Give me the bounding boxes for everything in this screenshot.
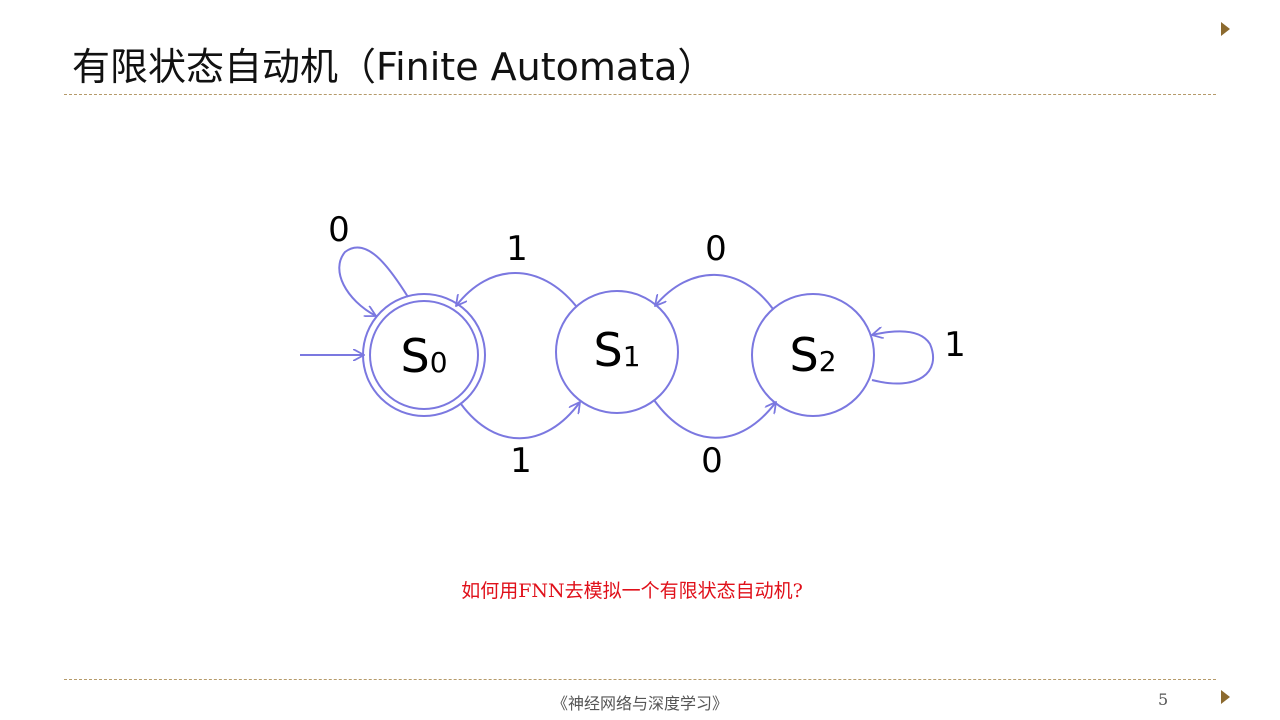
state-s0-inner-ring <box>369 300 479 410</box>
state-s2-circle <box>751 293 875 417</box>
question-text: 如何用FNN去模拟一个有限状态自动机? <box>461 580 803 602</box>
state-s0-outer-ring <box>362 293 486 417</box>
transition-s2-self-loop <box>872 331 935 385</box>
footer-triangle-icon <box>1221 690 1230 704</box>
state-s2-letter: S <box>789 328 818 382</box>
state-s2-label: S2 <box>789 328 836 382</box>
state-s1-circle <box>555 290 679 414</box>
page-number: 5 <box>1158 690 1169 709</box>
footer-divider <box>64 679 1216 680</box>
slide-title: 有限状态自动机（Finite Automata） <box>72 45 716 89</box>
state-s0-subscript: 0 <box>430 346 448 379</box>
transition-s2-self-label: 1 <box>944 325 966 365</box>
transition-s2-to-s1-label: 0 <box>705 229 727 269</box>
transition-s0-self-label: 0 <box>328 210 350 250</box>
state-s1-letter: S <box>593 323 622 377</box>
transition-s1-to-s0 <box>456 272 577 306</box>
transition-s2-to-s1 <box>655 273 774 310</box>
transition-s1-to-s2 <box>653 399 776 439</box>
state-s2: S2 <box>751 293 875 417</box>
transition-s1-to-s0-label: 1 <box>506 229 528 269</box>
state-s0: S0 <box>362 293 486 417</box>
transition-s0-to-s1 <box>460 402 580 440</box>
footer-book-title: 《神经网络与深度学习》 <box>551 694 728 713</box>
header-divider <box>64 94 1216 95</box>
state-s1: S1 <box>555 290 679 414</box>
state-s1-subscript: 1 <box>623 340 641 373</box>
state-s1-label: S1 <box>593 323 640 377</box>
transition-s0-to-s1-label: 1 <box>510 441 532 481</box>
state-s0-label: S0 <box>400 329 447 383</box>
header-triangle-icon <box>1221 22 1230 36</box>
state-s2-subscript: 2 <box>819 345 837 378</box>
transition-s0-self-loop <box>338 246 409 316</box>
state-s0-letter: S <box>400 329 429 383</box>
transition-s1-to-s2-label: 0 <box>701 441 723 481</box>
